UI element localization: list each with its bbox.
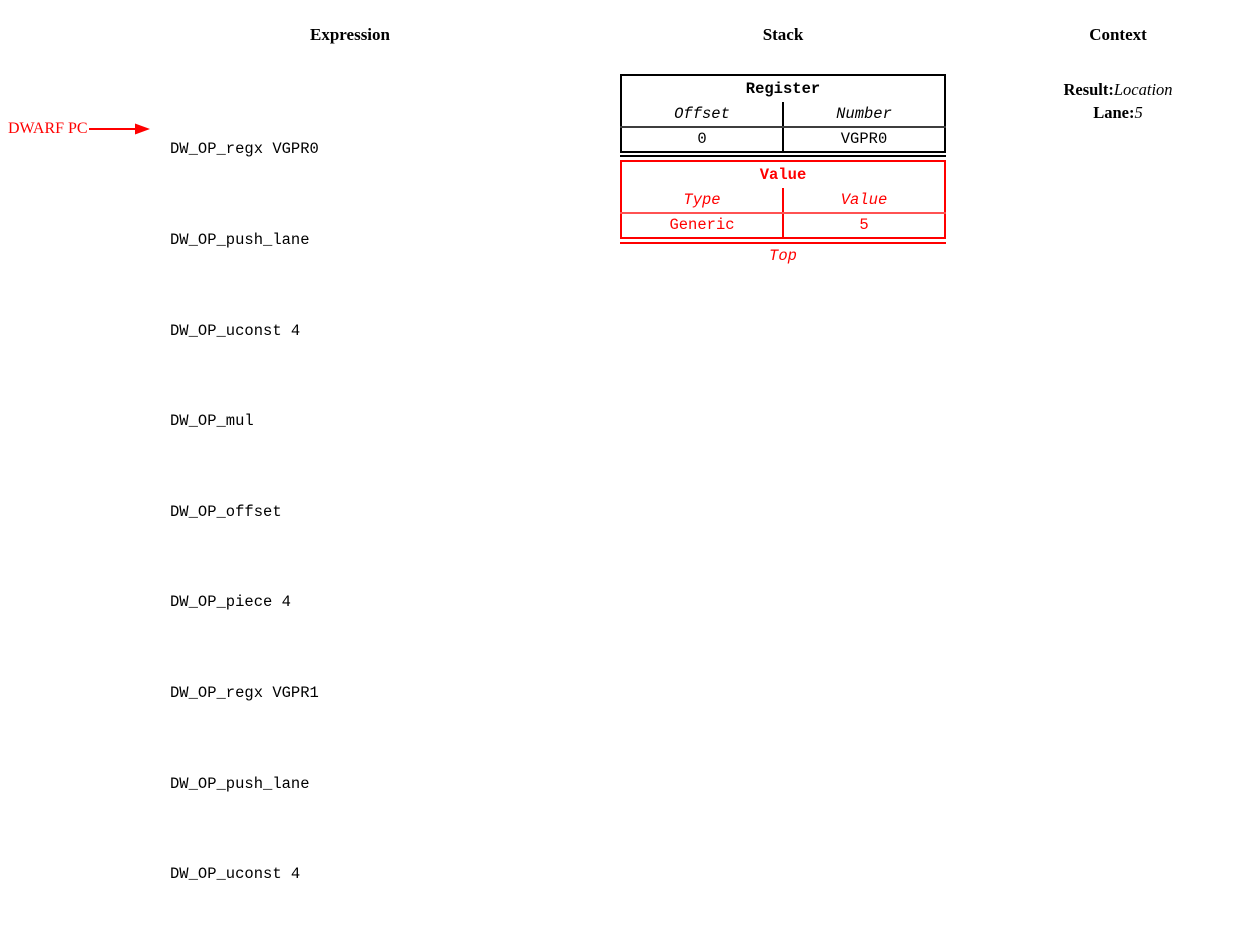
stack-top-separator — [620, 242, 946, 244]
stack-entry-value: Value Type Value Generic 5 — [620, 160, 946, 239]
table-row-title: Register — [621, 75, 945, 102]
cell-number-value: VGPR0 — [840, 130, 888, 148]
stack-entry-title: Register — [745, 79, 821, 98]
column-header-number: Number — [783, 102, 945, 128]
context-area: Result:Location Lane:5 — [1003, 78, 1233, 124]
context-key: Result: — [1063, 80, 1114, 99]
stack-entry-title: Value — [759, 165, 807, 184]
stack-separator — [620, 155, 946, 157]
stack-entry-register: Register Offset Number 0 VGPR0 — [620, 74, 946, 153]
table-row: 0 VGPR0 — [621, 127, 945, 152]
expression-line: DW_OP_uconst 4 — [170, 321, 301, 340]
cell-type-value: Generic — [621, 213, 784, 238]
column-heading-expression: Expression — [310, 25, 390, 44]
arrow-right-icon — [88, 123, 150, 135]
stack-top-label: Top — [769, 247, 797, 265]
expression-line: DW_OP_push_lane — [170, 774, 310, 793]
expression-line: DW_OP_regx VGPR0 — [170, 140, 319, 159]
dwarf-pc-marker: DWARF PC — [8, 118, 151, 140]
context-key: Lane: — [1093, 103, 1135, 122]
expression-line: DW_OP_uconst 4 — [170, 865, 301, 884]
expression-list: DW_OP_regx VGPR0 DW_OP_push_lane DW_OP_u… — [170, 74, 319, 936]
context-row-result: Result:Location — [1003, 78, 1233, 101]
table-row: Generic 5 — [621, 213, 945, 238]
dwarf-pc-label: DWARF PC — [8, 120, 88, 137]
table-row-title: Value — [621, 161, 945, 188]
expression-line: DW_OP_piece 4 — [170, 593, 291, 612]
stack-area: Register Offset Number 0 VGPR0 Value Typ… — [620, 74, 946, 266]
cell-offset-value: 0 — [621, 127, 784, 152]
context-value: 5 — [1134, 103, 1143, 122]
column-header-offset: Offset — [621, 102, 784, 128]
context-row-lane: Lane:5 — [1003, 101, 1233, 124]
context-value: Location — [1113, 80, 1173, 99]
table-row-columns: Type Value — [621, 188, 945, 214]
expression-line: DW_OP_push_lane — [170, 231, 310, 249]
column-heading-context: Context — [1089, 25, 1147, 44]
column-header-type: Type — [621, 188, 784, 214]
expression-line: DW_OP_regx VGPR1 — [170, 683, 319, 702]
column-heading-stack: Stack — [762, 25, 804, 44]
expression-line: DW_OP_mul — [170, 412, 254, 431]
expression-line: DW_OP_offset — [170, 502, 282, 521]
column-header-value: Value — [783, 188, 945, 214]
cell-value-value: 5 — [859, 216, 869, 234]
table-row-columns: Offset Number — [621, 102, 945, 128]
